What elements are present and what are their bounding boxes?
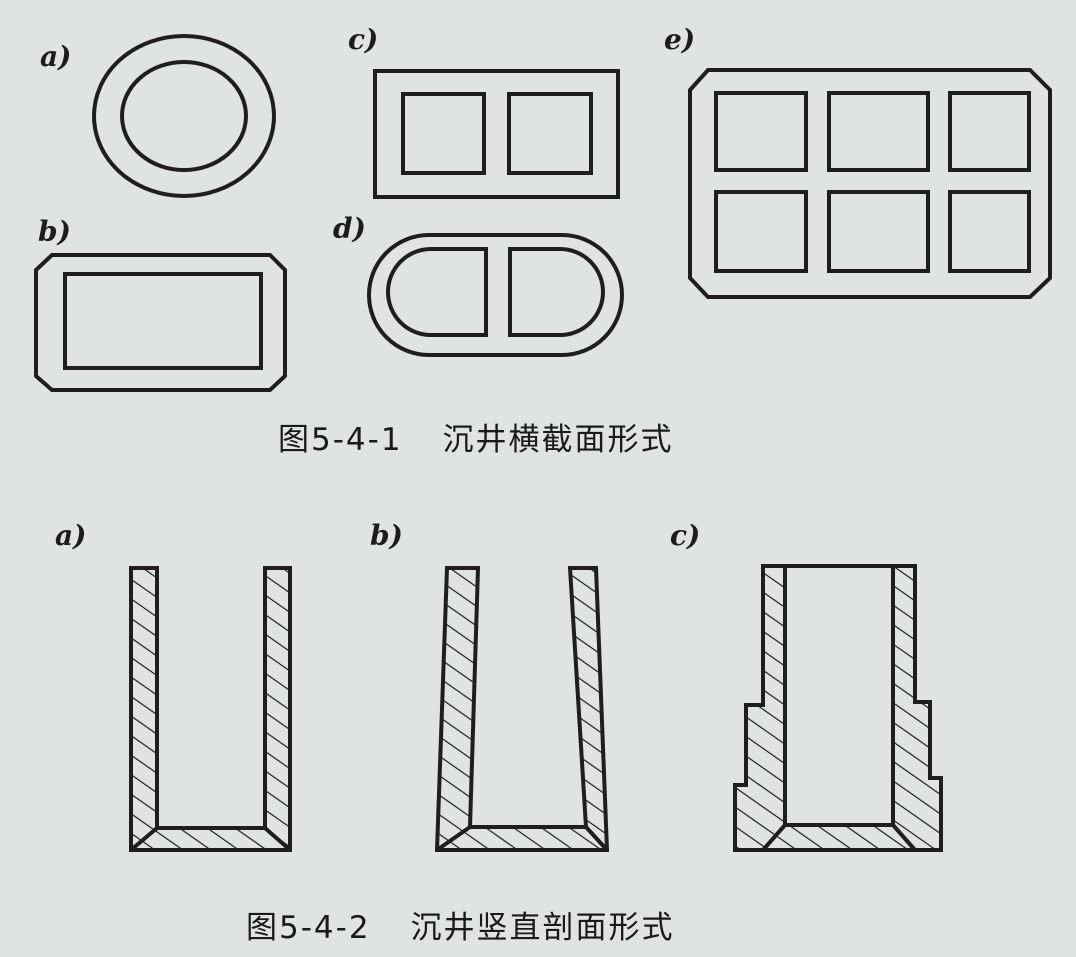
figure2-caption-title: 沉井竖直剖面形式 [410, 910, 675, 946]
label-fig2-a: a) [55, 519, 87, 552]
label-fig1-d: d) [333, 212, 366, 245]
figure1-caption: 图5-4-1 沉井横截面形式 [278, 425, 674, 456]
label-fig2-b: b) [370, 519, 403, 552]
figure1-caption-title: 沉井横截面形式 [442, 422, 674, 458]
vertical-section-stepped [733, 564, 943, 852]
figure2-caption: 图5-4-2 沉井竖直剖面形式 [246, 913, 675, 944]
cross-section-circular [92, 34, 276, 198]
label-fig1-c: c) [348, 23, 379, 56]
vertical-section-tapered [434, 566, 610, 852]
label-fig1-a: a) [40, 40, 72, 73]
label-fig1-e: e) [664, 23, 696, 56]
cross-section-two-cell-rect [373, 69, 620, 199]
label-fig1-b: b) [38, 215, 71, 248]
cross-section-rectangular [34, 253, 287, 392]
figure1-caption-number: 图5-4-1 [278, 422, 403, 458]
figure2-caption-number: 图5-4-2 [246, 910, 371, 946]
label-fig2-c: c) [670, 519, 701, 552]
cross-section-two-cell-rounded [367, 233, 624, 357]
cross-section-six-cell-rect [688, 68, 1052, 299]
vertical-section-straight [129, 566, 292, 852]
